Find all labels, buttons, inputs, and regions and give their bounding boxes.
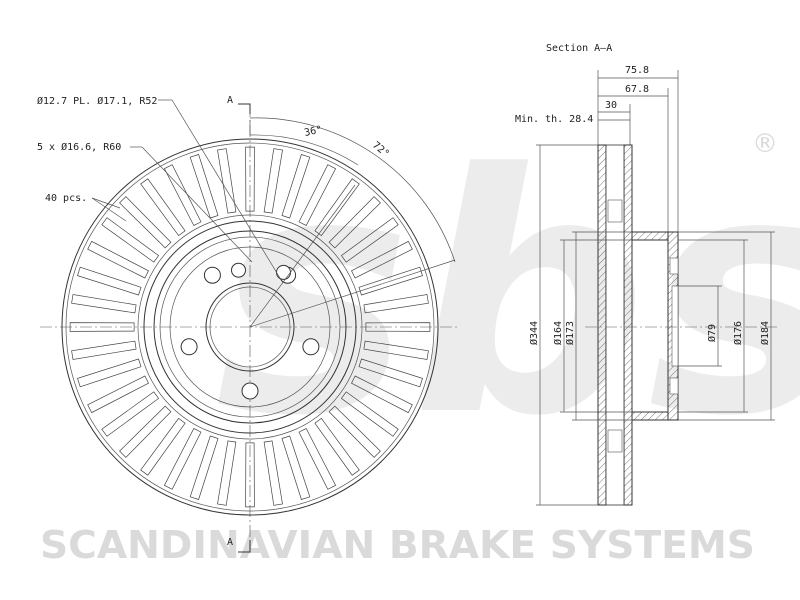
wheel-bolt-hole [180, 338, 198, 356]
cooling-vane [365, 322, 431, 332]
cooling-vane [358, 358, 423, 388]
cooling-vane [87, 375, 149, 414]
watermark: sbs ® SCANDINAVIAN BRAKE SYSTEMS [40, 104, 800, 567]
cooling-vane [281, 435, 311, 500]
cooling-vane [340, 391, 399, 437]
wheel-bolt-hole [241, 382, 259, 400]
cooling-vane [363, 294, 429, 314]
cooling-vane [189, 154, 219, 219]
callout-bolt-holes-leader-diag [171, 99, 284, 284]
callout-bolt-holes: Ø12.7 PL. Ø17.1, R52 [37, 95, 157, 107]
hat-step [159, 236, 341, 418]
angle-ray-72 [249, 259, 456, 328]
friction-ring-inner-edge [143, 220, 357, 434]
callout-wheel-holes-leader-diag [141, 146, 253, 263]
cooling-vane [245, 442, 255, 508]
cooling-vane [245, 146, 255, 212]
angle-ray-36 [249, 184, 356, 328]
cooling-vane [77, 266, 142, 296]
cooling-vane [314, 417, 360, 476]
top-dimension-lines [597, 70, 679, 232]
vane-inner-ring [137, 214, 363, 440]
watermark-logo: sbs [215, 104, 800, 488]
cooling-vane [298, 164, 337, 226]
cooling-vane [217, 148, 237, 214]
dim-diameter-164: Ø164 [552, 321, 564, 345]
angle-arc-36 [249, 134, 359, 166]
cooling-vane [140, 178, 186, 237]
extension-lines [536, 144, 780, 506]
cooling-vane [71, 340, 137, 360]
dim-diameter-176: Ø176 [732, 321, 744, 345]
dim-75-8: 75.8 [625, 65, 649, 76]
angle-arc-72 [249, 117, 456, 263]
locating-hole [276, 264, 291, 280]
cooling-vane [189, 435, 219, 500]
cooling-vane [217, 440, 237, 506]
callout-wheel-holes: 5 x Ø16.6, R60 [37, 141, 121, 153]
wheel-bolt-hole [302, 338, 320, 356]
cooling-vane [340, 217, 399, 263]
wheel-bolt-holes [180, 262, 320, 400]
cooling-vane [119, 196, 172, 249]
cooling-vane [263, 440, 283, 506]
dim-30: 30 [605, 100, 617, 111]
cooling-vane [363, 340, 429, 360]
dim-diameter-173: Ø173 [564, 321, 576, 345]
wheel-bolt-hole [203, 266, 221, 284]
cooling-vane [87, 240, 149, 279]
disc-outer-edge [61, 138, 439, 516]
callout-vanes-leader-2 [91, 197, 127, 222]
cooling-vane [119, 405, 172, 458]
cooling-vanes [69, 146, 431, 508]
watermark-registered-mark: ® [752, 129, 778, 159]
locating-hole [231, 262, 246, 278]
cooling-vane [71, 294, 137, 314]
hat-inner [169, 246, 331, 408]
angle-label-36: 36° [303, 124, 323, 139]
cooling-vane [69, 322, 135, 332]
cooling-vane [298, 428, 337, 490]
callout-vanes: 40 pcs. [45, 193, 87, 204]
cooling-vane [351, 375, 413, 414]
cooling-vane [281, 154, 311, 219]
cooling-vane [163, 164, 202, 226]
section-title: Section A–A [546, 43, 612, 54]
cooling-vane [101, 217, 160, 263]
cooling-vane [328, 196, 381, 249]
callout-vanes-leader-1 [91, 197, 121, 209]
watermark-company-name: SCANDINAVIAN BRAKE SYSTEMS [40, 523, 755, 567]
cooling-vane [351, 240, 413, 279]
section-marker-top-letter: A [227, 95, 233, 106]
center-bore [205, 282, 295, 372]
dim-diameter-344: Ø344 [528, 321, 540, 345]
section-marker-top: A [227, 95, 251, 114]
dim-diameter-79: Ø79 [706, 324, 718, 342]
front-view: 36° 72° A A Ø12.7 PL. Ø17.1, R52 5 x Ø16… [37, 95, 460, 553]
center-bore-chamfer [209, 286, 291, 368]
section-view: Section A–A Min. th. 28.4 75.8 67.8 30 [515, 43, 780, 506]
dim-diameter-184: Ø184 [759, 321, 771, 345]
disc-section-body [597, 144, 679, 506]
cooling-vane [77, 358, 142, 388]
cooling-vane [328, 405, 381, 458]
cooling-vane [101, 391, 160, 437]
cooling-vane [358, 266, 423, 296]
cooling-vane [314, 178, 360, 237]
hat-outer-edge [153, 230, 347, 424]
dim-67-8: 67.8 [625, 84, 649, 95]
disc-outer-edge-inner [65, 142, 435, 512]
cooling-vane [140, 417, 186, 476]
min-thickness-label: Min. th. 28.4 [515, 114, 593, 125]
section-marker-bottom-letter: A [227, 537, 233, 548]
section-marker-bottom: A [227, 537, 251, 553]
cooling-vane [263, 148, 283, 214]
diameter-dimension-lines [539, 145, 772, 505]
cooling-vane [163, 428, 202, 490]
